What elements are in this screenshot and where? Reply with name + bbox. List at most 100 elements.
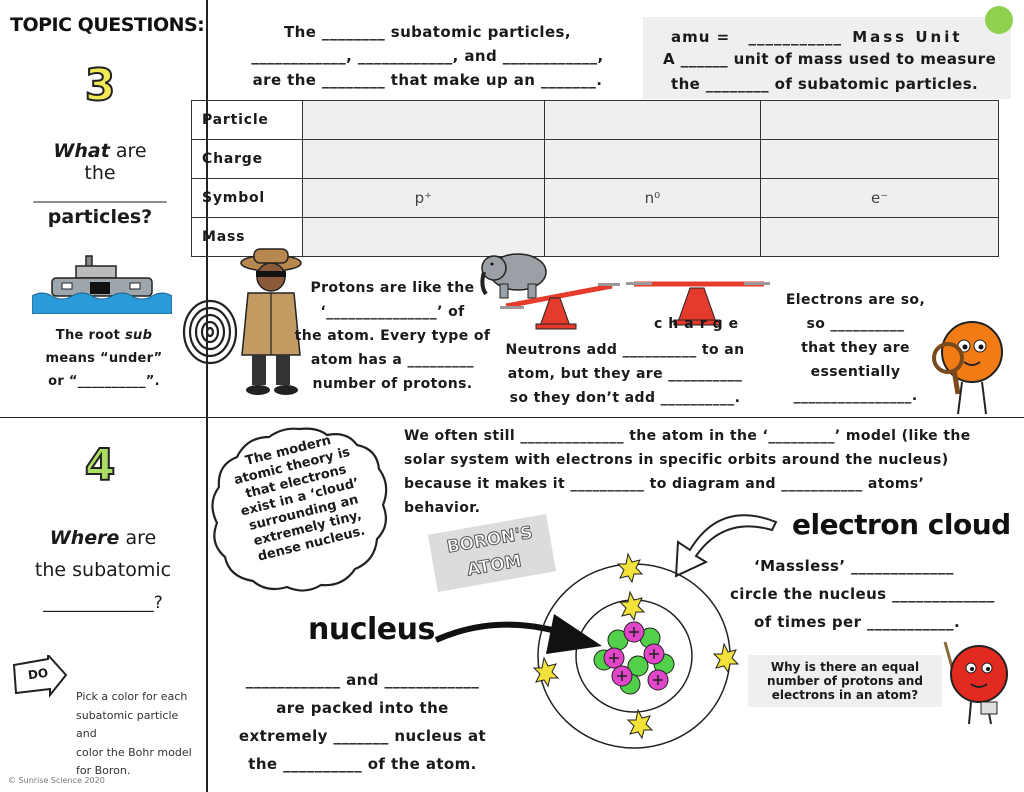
- table-cell[interactable]: p⁺: [302, 178, 545, 218]
- electrons-line2: so __________: [806, 316, 905, 332]
- instr-line2: subatomic particle and: [76, 708, 179, 741]
- neutrons-line3: so they don’t add __________.: [509, 390, 741, 406]
- table-cell[interactable]: [302, 139, 545, 179]
- question-what: What: [53, 140, 110, 162]
- vertical-divider: [206, 0, 208, 792]
- amu-blank: ___________: [748, 28, 842, 46]
- nucleus-line3: extremely _______ nucleus at: [238, 727, 487, 745]
- nucleus-line1: ____________ and ____________: [245, 671, 480, 689]
- electron-cloud-title: electron cloud: [792, 508, 1011, 541]
- table-row: Symbol p⁺ n⁰ e⁻: [191, 178, 999, 218]
- root-word: sub: [124, 328, 153, 343]
- row-label: Particle: [191, 100, 303, 140]
- green-dot-icon: [985, 6, 1013, 34]
- neutrons-text: Neutrons add __________ to an atom, but …: [496, 338, 754, 410]
- question-3-blank: ___________________: [33, 187, 167, 203]
- intro-text: The ________ subatomic particles, ______…: [225, 20, 630, 92]
- question-are: are: [109, 140, 147, 162]
- protons-line1: Protons are like the: [310, 280, 475, 296]
- topic-header: TOPIC QUESTIONS:: [10, 14, 205, 36]
- instructions-text: Pick a color for each subatomic particle…: [76, 688, 201, 781]
- amu-line2: A ______ unit of mass used to measure: [663, 50, 997, 68]
- submarine-icon: [31, 252, 173, 315]
- charge-label: charge: [654, 316, 745, 332]
- question-4-text: Where are the subatomic _____________?: [8, 522, 198, 619]
- why-line3: electrons in an atom?: [771, 688, 919, 702]
- curved-arrow-icon: [660, 500, 780, 580]
- electrons-line1: Electrons are so,: [785, 292, 926, 308]
- electrons-line5: ________________.: [793, 388, 918, 404]
- table-cell[interactable]: [543, 100, 762, 140]
- bohr-line2: solar system with electrons in specific …: [404, 452, 949, 468]
- root-line1: The root: [55, 328, 125, 343]
- why-line1: Why is there an equal: [770, 660, 920, 674]
- do-label: DO: [27, 665, 50, 683]
- question-number-3: 3: [84, 59, 117, 112]
- table-row: Mass: [191, 217, 999, 257]
- copyright: © Sunrise Science 2020: [8, 776, 105, 785]
- table-cell[interactable]: [302, 100, 545, 140]
- electron-star-icon: [532, 552, 740, 740]
- scale-left-icon: [500, 280, 620, 330]
- table-row: Particle: [191, 100, 999, 140]
- question-where: Where: [49, 527, 120, 549]
- neutrons-line2: atom, but they are __________: [507, 366, 743, 382]
- root-sub-note: The root sub means “under” or “_________…: [16, 324, 192, 393]
- protons-text: Protons are like the ‘_______________’ o…: [290, 276, 495, 396]
- table-row: Charge: [191, 139, 999, 179]
- electrons-text: Electrons are so, so __________ that the…: [778, 288, 933, 408]
- table-cell[interactable]: e⁻: [760, 178, 999, 218]
- electron-cloud-line1: ‘Massless’ _____________: [754, 557, 954, 575]
- question-3-text: What are the: [10, 140, 190, 184]
- row-label: Charge: [191, 139, 303, 179]
- amu-line3: the ________ of subatomic particles.: [671, 75, 979, 93]
- bohr-line1: We often still ______________ the atom i…: [404, 428, 971, 444]
- neutrons-line1: Neutrons add __________ to an: [505, 342, 745, 358]
- nucleus-title: nucleus: [308, 612, 435, 647]
- fingerprint-icon: [180, 298, 240, 366]
- electron-character-icon: [928, 308, 1008, 418]
- nucleus-line2: are packed into the: [276, 699, 449, 717]
- intro-line3: are the ________ that make up an _______…: [252, 71, 603, 89]
- root-line2: means “under”: [45, 351, 163, 366]
- protons-line5: number of protons.: [312, 376, 473, 392]
- protons-line2: ‘_______________’ of: [320, 304, 465, 320]
- intro-line1: The ________ subatomic particles,: [284, 23, 571, 41]
- intro-line2: ____________, ____________, and ________…: [251, 47, 604, 65]
- table-cell[interactable]: [543, 217, 762, 257]
- question-3-particles: particles?: [47, 206, 153, 228]
- proton-character-icon: [935, 638, 1017, 728]
- root-line3: or “__________”.: [48, 374, 160, 389]
- table-cell[interactable]: [760, 100, 999, 140]
- cloud-shape: [207, 425, 392, 595]
- amu-mass-unit: Mass Unit: [852, 28, 963, 46]
- electrons-line4: essentially: [810, 364, 901, 380]
- protons-line3: the atom. Every type of: [294, 328, 491, 344]
- instr-line1: Pick a color for each: [76, 690, 188, 703]
- instr-line3: color the Bohr model: [76, 745, 192, 759]
- question-4-line2: the subatomic: [34, 559, 172, 581]
- question-number-4: 4: [84, 439, 117, 492]
- amu-box: amu = ___________ Mass Unit A ______ uni…: [643, 17, 1011, 99]
- nucleus-text: ____________ and ____________ are packed…: [220, 666, 505, 778]
- why-question-box: Why is there an equal number of protons …: [748, 655, 942, 707]
- horizontal-divider: [0, 417, 1024, 418]
- electrons-line3: that they are: [801, 340, 910, 356]
- bohr-line4: behavior.: [404, 500, 481, 516]
- electron-cloud-text: ‘Massless’ _____________ circle the nucl…: [730, 552, 1020, 636]
- question-the: the: [84, 162, 116, 184]
- instr-line4: for Boron.: [76, 764, 131, 777]
- question-4-line3: _____________?: [43, 593, 163, 613]
- bohr-line3: because it makes it __________ to diagra…: [404, 476, 925, 492]
- detective-icon: [236, 245, 306, 397]
- nucleus-arrow-icon: [434, 606, 604, 664]
- nucleus-line4: the __________ of the atom.: [248, 755, 477, 773]
- table-cell[interactable]: [543, 139, 762, 179]
- protons-line4: atom has a _________: [310, 352, 475, 368]
- table-cell[interactable]: n⁰: [543, 178, 762, 218]
- elephant-icon: [478, 246, 550, 302]
- table-cell[interactable]: [302, 217, 545, 257]
- scale-right-icon: [626, 278, 771, 326]
- table-cell[interactable]: [760, 217, 999, 257]
- table-cell[interactable]: [760, 139, 999, 179]
